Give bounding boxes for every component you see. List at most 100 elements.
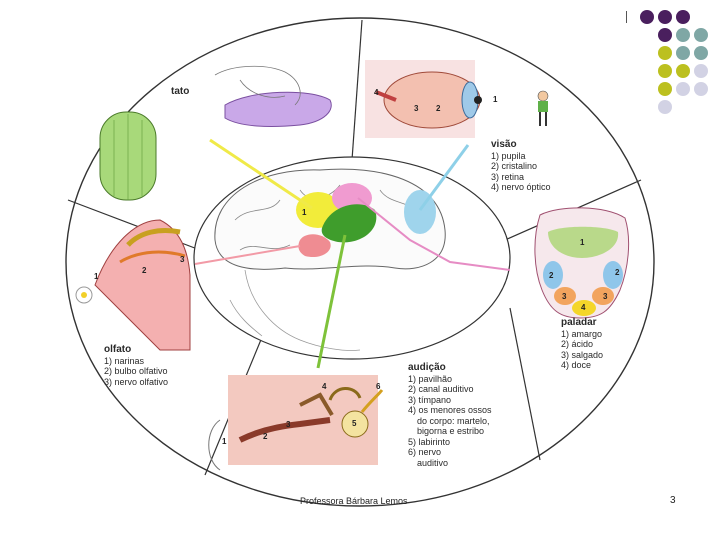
taste-marker: 4 <box>581 303 586 312</box>
vision-marker: 1 <box>493 95 498 104</box>
brain-marker: 1 <box>302 208 307 217</box>
taste-marker: 2 <box>615 268 620 277</box>
hearing-label-block: audição 1) pavilhão 2) canal auditivo 3)… <box>408 362 492 468</box>
hearing-item: 1) pavilhão <box>408 373 453 384</box>
smell-marker: 1 <box>94 272 99 281</box>
hearing-item: auditivo <box>417 457 449 468</box>
brain-hearing-region <box>321 204 377 243</box>
hearing-item: bigorna e estribo <box>417 426 485 436</box>
hearing-marker: 3 <box>286 420 291 429</box>
page-number: 3 <box>670 495 676 506</box>
hearing-item: 4) os menores ossos <box>408 405 492 415</box>
corner-dot <box>658 28 672 42</box>
hearing-item: 2) canal auditivo <box>408 384 474 394</box>
nasal-membrane <box>119 250 186 264</box>
hearing-marker: 6 <box>376 382 381 391</box>
vision-marker: 2 <box>436 104 441 113</box>
smell-title: olfato <box>104 344 132 355</box>
hearing-marker: 5 <box>352 419 357 428</box>
corner-dot <box>658 46 672 60</box>
taste-marker: 3 <box>562 292 567 301</box>
pupil <box>474 96 482 104</box>
vision-title: visão <box>491 139 517 150</box>
smell-item: 1) narinas <box>104 355 145 366</box>
head-outline <box>229 269 361 351</box>
olfactory-bulb <box>126 228 181 247</box>
corner-divider <box>626 11 627 23</box>
vision-connector <box>418 144 470 211</box>
taste-marker: 3 <box>603 292 608 301</box>
hearing-marker: 2 <box>263 432 268 441</box>
corner-dot <box>676 10 690 24</box>
corner-dot <box>676 82 690 96</box>
taste-marker: 1 <box>580 238 585 247</box>
person-body <box>538 101 548 112</box>
vision-marker: 4 <box>374 88 379 97</box>
corner-dot <box>694 82 708 96</box>
person-legs <box>539 112 547 126</box>
corner-dot <box>640 10 654 24</box>
taste-zone-sour-left <box>543 261 563 289</box>
smell-item: 2) bulbo olfativo <box>104 366 168 376</box>
divider-line <box>351 19 363 161</box>
footer-author: Professora Bárbara Lemos <box>300 496 408 506</box>
vision-item: 1) pupila <box>491 150 526 161</box>
brain-smell-region <box>298 234 331 258</box>
smell-connector <box>194 245 301 265</box>
taste-item: 1) amargo <box>561 328 603 339</box>
taste-zone-bitter <box>548 226 619 258</box>
smell-item: 3) nervo olfativo <box>104 376 169 387</box>
taste-title: paladar <box>561 317 597 328</box>
taste-item: 4) doce <box>561 360 592 370</box>
vision-label-block: visão 1) pupila 2) cristalino 3) retina … <box>491 139 551 193</box>
corner-dot <box>658 100 672 114</box>
vision-item: 2) cristalino <box>491 161 538 171</box>
corner-dot <box>676 64 690 78</box>
ear-outline <box>208 419 221 471</box>
vision-item: 3) retina <box>491 171 525 182</box>
touch-connector <box>209 138 313 210</box>
smell-marker: 2 <box>142 266 147 275</box>
touch-pad <box>224 91 332 128</box>
corner-dot <box>658 82 672 96</box>
vision-marker: 3 <box>414 104 419 113</box>
divider-line <box>509 307 541 461</box>
ear-canal <box>238 417 331 443</box>
hearing-item: 5) labirinto <box>408 436 451 447</box>
hearing-connector <box>316 234 347 369</box>
cactus-ribs <box>113 114 143 200</box>
corner-dot <box>694 28 708 42</box>
taste-marker: 2 <box>549 271 554 280</box>
optic-nerve <box>375 90 397 102</box>
taste-connector <box>357 197 511 271</box>
hand-outline <box>214 65 301 106</box>
taste-label-block: paladar 1) amargo 2) ácido 3) salgado 4)… <box>561 317 604 371</box>
corner-dot <box>676 28 690 42</box>
corner-dot <box>658 64 672 78</box>
taste-zone-sweet <box>572 300 596 316</box>
cochlea <box>341 410 369 438</box>
vision-item: 4) nervo óptico <box>491 182 551 192</box>
hearing-item: do corpo: martelo, <box>417 415 490 426</box>
taste-zone-sour-right <box>603 261 623 289</box>
smell-label-block: olfato 1) narinas 2) bulbo olfativo 3) n… <box>104 344 169 387</box>
hearing-item: 6) nervo <box>408 447 442 457</box>
taste-zone-salty-right <box>592 287 614 305</box>
corner-dot <box>676 46 690 60</box>
taste-item: 2) ácido <box>561 339 594 349</box>
taste-item: 3) salgado <box>561 349 604 360</box>
smell-marker: 3 <box>180 255 185 264</box>
labyrinth-loop <box>328 387 362 401</box>
ear-ossicles <box>299 392 334 417</box>
auditory-nerve <box>360 389 384 413</box>
corner-dot <box>658 10 672 24</box>
hearing-title: audição <box>408 362 446 373</box>
hearing-marker: 4 <box>322 382 327 391</box>
hearing-marker: 1 <box>222 437 227 446</box>
person-head <box>537 90 549 102</box>
taste-zone-salty-left <box>554 287 576 305</box>
flower-center <box>81 292 87 298</box>
hearing-item: 3) tímpano <box>408 394 452 405</box>
corner-dot <box>694 64 708 78</box>
